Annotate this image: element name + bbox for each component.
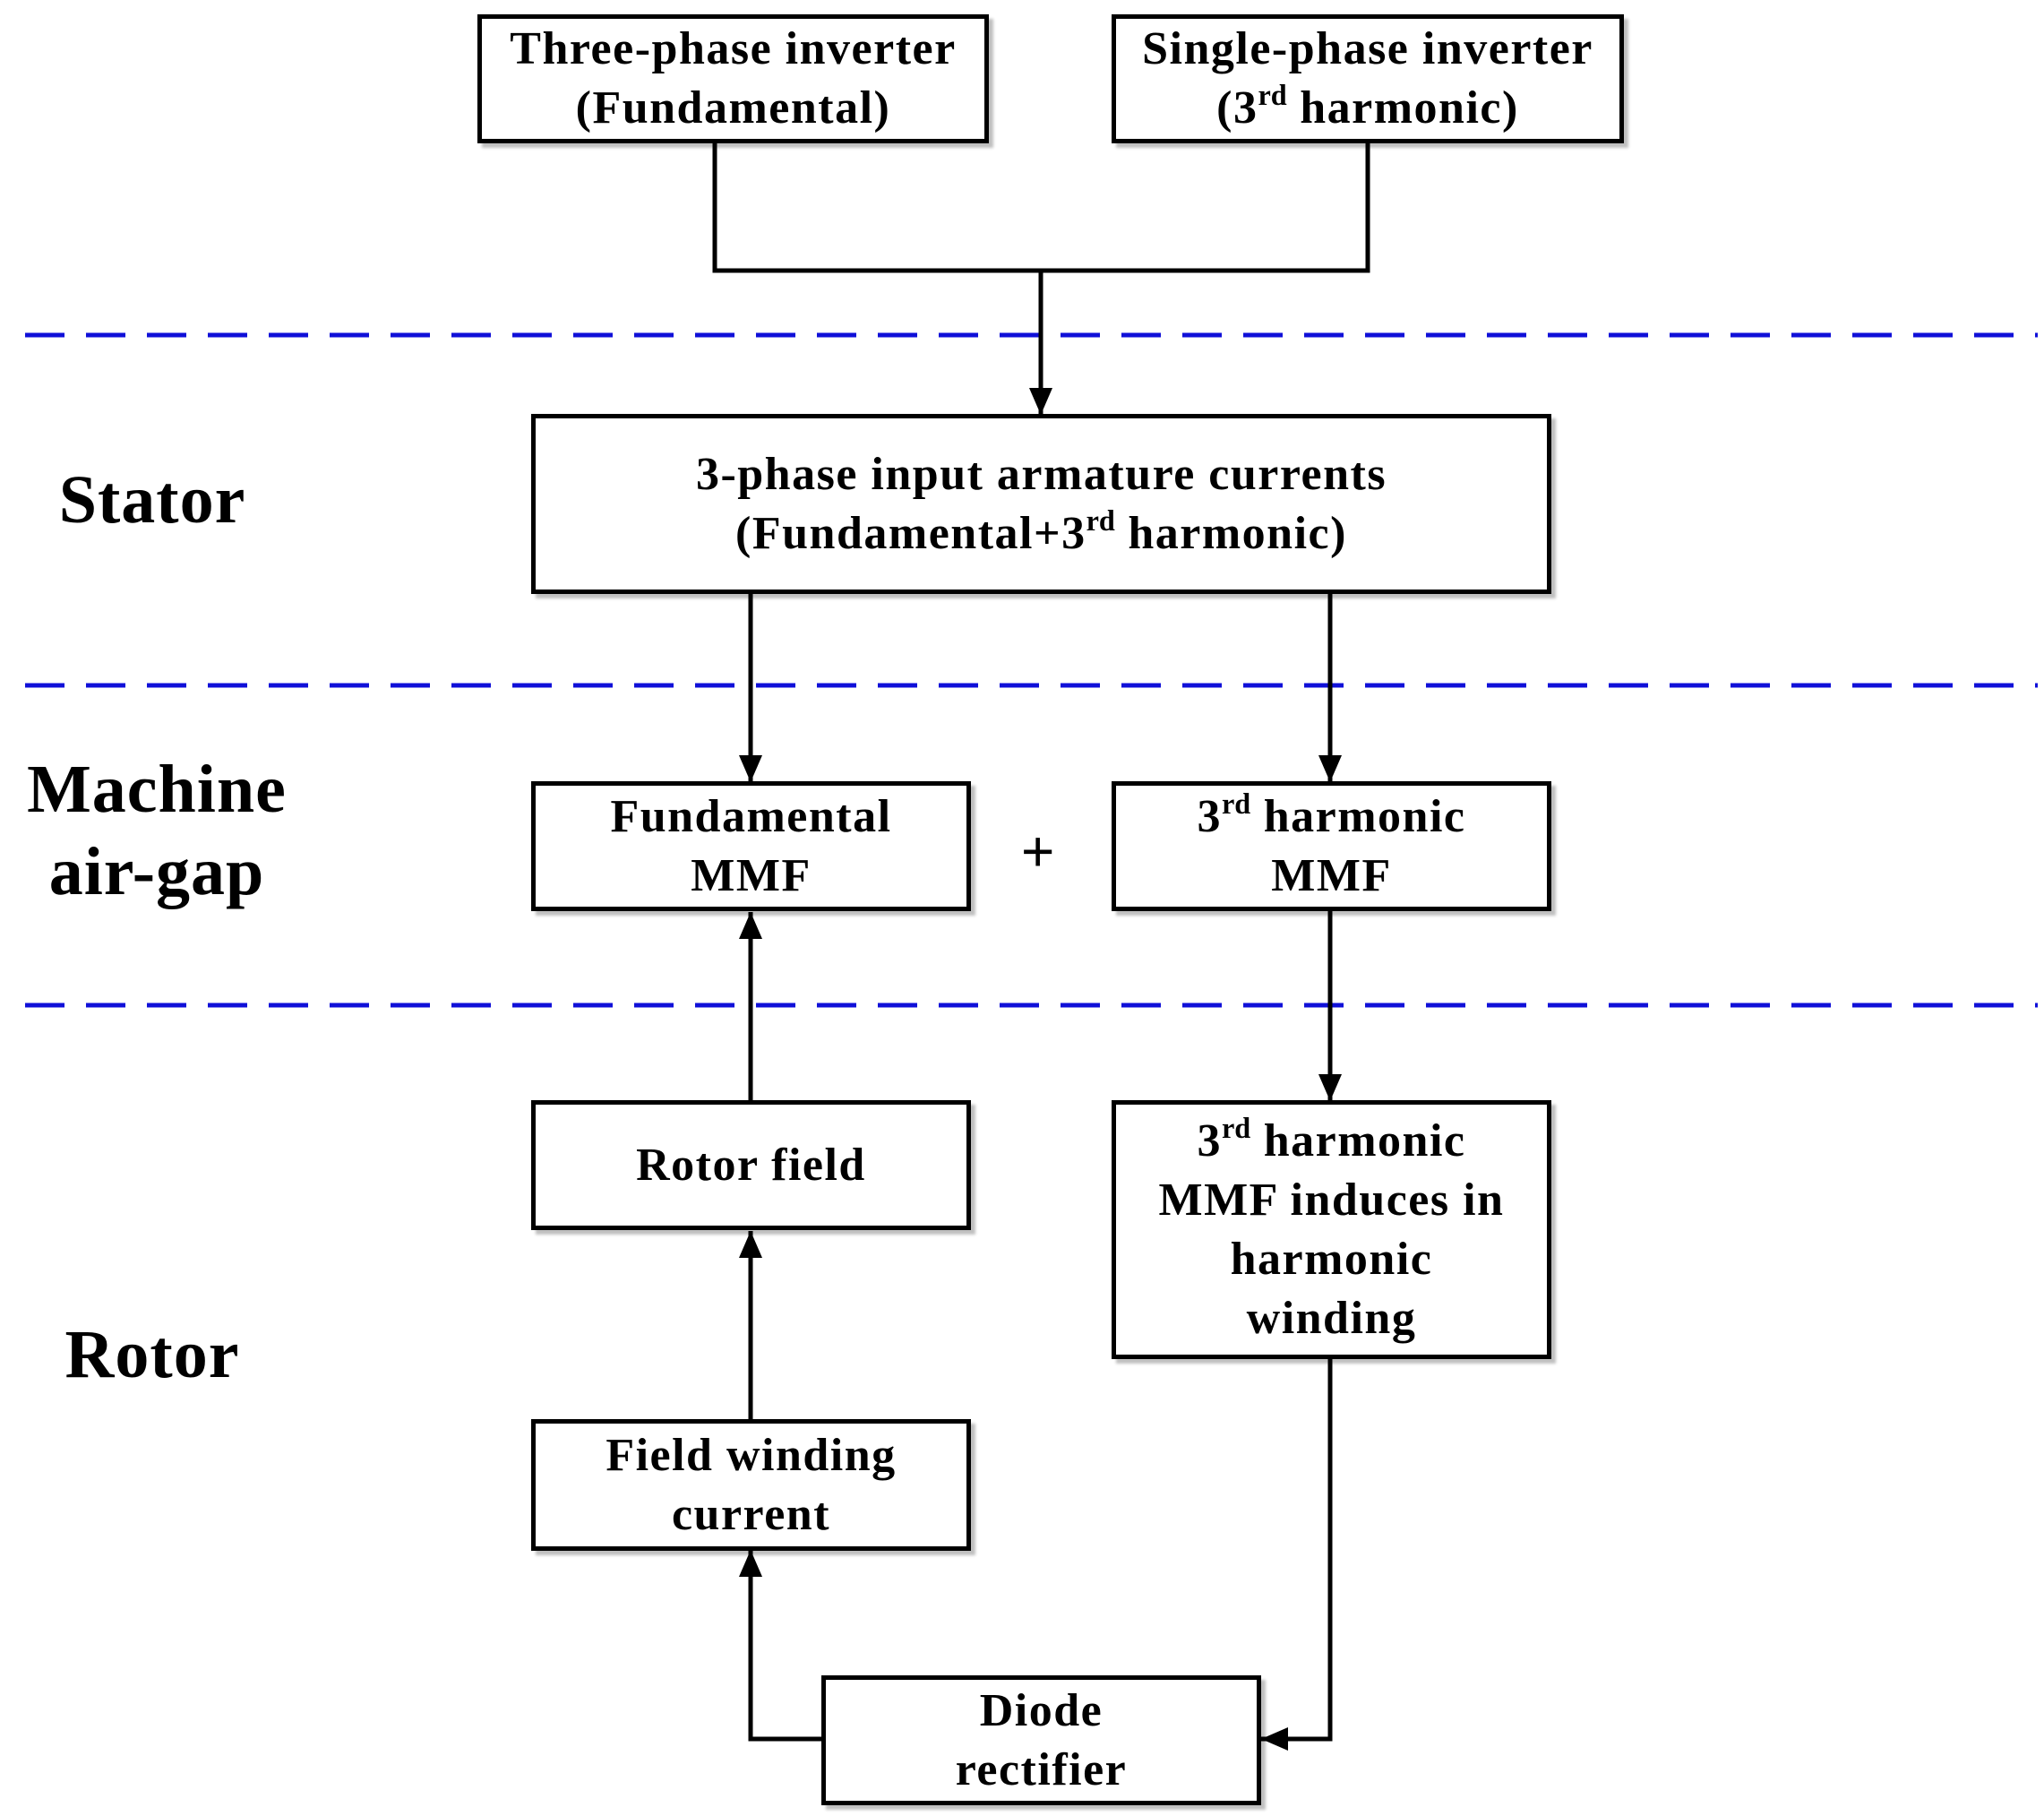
rotor-field-box: Rotor field: [531, 1100, 971, 1230]
connector-single-phase: [1041, 142, 1370, 273]
single-phase-line1: Single-phase inverter: [1142, 23, 1593, 74]
armature-line2: (Fundamental+3rd harmonic): [735, 503, 1347, 559]
airgap-label-line1: Machine: [27, 752, 287, 827]
airgap-label-line2: air-gap: [48, 834, 265, 909]
arrow-induce-to-diode: [1261, 1357, 1333, 1751]
field-current-line1: Field winding: [605, 1429, 897, 1481]
third-harmonic-mmf-box: 3rd harmonic MMF: [1112, 781, 1551, 911]
three-phase-line2: (Fundamental): [575, 82, 891, 133]
armature-line1: 3-phase input armature currents: [695, 448, 1387, 500]
diode-line2: rectifier: [955, 1743, 1128, 1795]
harm-mmf-line1: 3rd harmonic: [1197, 787, 1466, 842]
armature-currents-box: 3-phase input armature currents (Fundame…: [531, 414, 1551, 594]
induce-line2: MMF induces in: [1158, 1174, 1505, 1226]
fundamental-mmf-box: Fundamental MMF: [531, 781, 971, 911]
single-phase-line2: (3rd harmonic): [1216, 79, 1519, 133]
three-phase-line1: Three-phase inverter: [510, 23, 957, 74]
diode-rectifier-box: Diode rectifier: [821, 1675, 1261, 1805]
region-label-airgap: Machine air-gap: [4, 748, 309, 913]
field-current-line2: current: [671, 1488, 831, 1540]
fund-mmf-line1: Fundamental: [610, 790, 892, 842]
plus-sign: +: [1021, 819, 1055, 883]
three-phase-inverter-box: Three-phase inverter (Fundamental): [477, 14, 989, 143]
arrow-diode-to-field-current: [739, 1550, 822, 1742]
field-winding-current-box: Field winding current: [531, 1419, 971, 1551]
connector-three-phase: [712, 142, 1041, 273]
region-label-rotor: Rotor: [64, 1317, 240, 1392]
region-label-stator: Stator: [58, 462, 246, 538]
induce-line1: 3rd harmonic: [1197, 1111, 1466, 1166]
fund-mmf-line2: MMF: [691, 849, 812, 901]
induce-line4: winding: [1246, 1292, 1417, 1344]
rotor-field-line1: Rotor field: [636, 1139, 866, 1191]
harmonic-induction-box: 3rd harmonic MMF induces in harmonic win…: [1112, 1100, 1551, 1359]
induce-line3: harmonic: [1230, 1233, 1433, 1285]
harm-mmf-line2: MMF: [1271, 849, 1392, 901]
single-phase-inverter-box: Single-phase inverter (3rd harmonic): [1112, 14, 1624, 143]
diode-line1: Diode: [979, 1684, 1104, 1736]
